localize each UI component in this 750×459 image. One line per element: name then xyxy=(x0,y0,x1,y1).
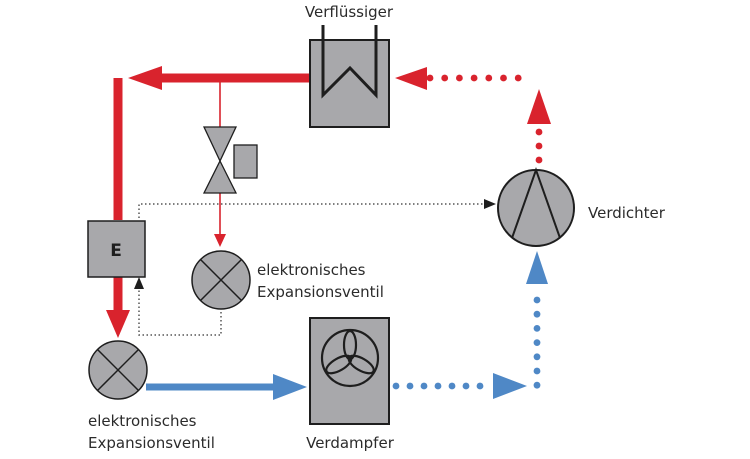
hot-gas-arrowhead-left xyxy=(395,67,427,90)
suction-dot xyxy=(392,382,400,390)
hot-gas-dot xyxy=(514,74,522,82)
controller-label: E xyxy=(110,241,122,261)
control-arrowhead-controller xyxy=(134,277,144,289)
hot-gas-dot xyxy=(535,128,543,136)
controller-body xyxy=(87,220,146,278)
hot-gas-dot xyxy=(485,74,493,82)
eev-lower-label-line1: elektronisches xyxy=(88,412,197,430)
solenoid-coil xyxy=(233,144,258,179)
solenoid-valve[interactable] xyxy=(202,126,258,194)
suction-dot xyxy=(462,382,470,390)
fan-icon xyxy=(320,328,380,388)
hot-gas-dot xyxy=(441,74,449,82)
eev-lower-label-line2: Expansionsventil xyxy=(88,434,215,452)
suction-dot xyxy=(533,339,541,346)
branch-arrowhead xyxy=(214,234,226,247)
hot-gas-dot xyxy=(426,74,434,82)
eev-upper-cross-2 xyxy=(199,258,243,302)
suction-dot xyxy=(533,310,541,318)
suction-arrowhead-right xyxy=(493,373,527,399)
condenser[interactable]: Verflüssiger xyxy=(305,3,394,128)
suction-dot xyxy=(533,353,541,361)
suction-dot xyxy=(533,381,541,389)
control-arrowhead-compressor xyxy=(484,199,496,209)
condenser-coil-icon xyxy=(321,25,378,99)
condenser-label: Verflüssiger xyxy=(305,3,394,21)
eev-upper-label-line2: Expansionsventil xyxy=(257,283,384,301)
eev-upper[interactable]: elektronisches Expansionsventil xyxy=(191,250,384,310)
liquid-arrowhead-left xyxy=(128,66,162,90)
valve-top-triangle xyxy=(202,126,238,163)
hot-gas-arrowhead-up xyxy=(527,89,551,124)
suction-dot xyxy=(533,296,541,304)
hot-gas-dot xyxy=(456,74,463,82)
suction-dot xyxy=(533,367,541,375)
eev-upper-label-line1: elektronisches xyxy=(257,261,366,279)
hot-gas-line xyxy=(395,67,551,164)
suction-dot xyxy=(434,382,442,390)
compressor-symbol-icon xyxy=(511,166,561,239)
liquid-arrowhead-down xyxy=(106,310,130,338)
control-line-to-compressor xyxy=(138,203,485,222)
compressor[interactable]: Verdichter xyxy=(497,166,666,247)
eev-lower-cross-2 xyxy=(96,348,140,392)
valve-bottom-triangle xyxy=(202,159,238,194)
liquid-line xyxy=(106,66,310,338)
compressor-body xyxy=(497,169,575,247)
evaporator-inlet-arrowhead xyxy=(273,374,307,400)
suction-dot xyxy=(476,382,484,390)
controller[interactable]: E xyxy=(87,220,146,278)
suction-dot xyxy=(448,382,456,390)
suction-dot xyxy=(406,382,414,390)
evaporator-label: Verdampfer xyxy=(306,434,395,452)
suction-arrowhead-up xyxy=(526,251,548,284)
suction-dot xyxy=(533,325,541,332)
hot-gas-dot xyxy=(500,74,507,82)
suction-line xyxy=(146,251,548,400)
control-line-from-eev xyxy=(138,287,222,336)
evaporator-body xyxy=(309,317,390,425)
suction-dot xyxy=(420,382,428,390)
hot-gas-dot xyxy=(470,74,478,82)
eev-lower[interactable]: elektronisches Expansionsventil xyxy=(88,340,215,452)
compressor-label: Verdichter xyxy=(588,204,666,222)
control-lines xyxy=(134,199,496,336)
hot-gas-dot xyxy=(535,142,543,150)
evaporator[interactable]: Verdampfer xyxy=(306,317,395,452)
hot-gas-dot xyxy=(535,156,543,164)
